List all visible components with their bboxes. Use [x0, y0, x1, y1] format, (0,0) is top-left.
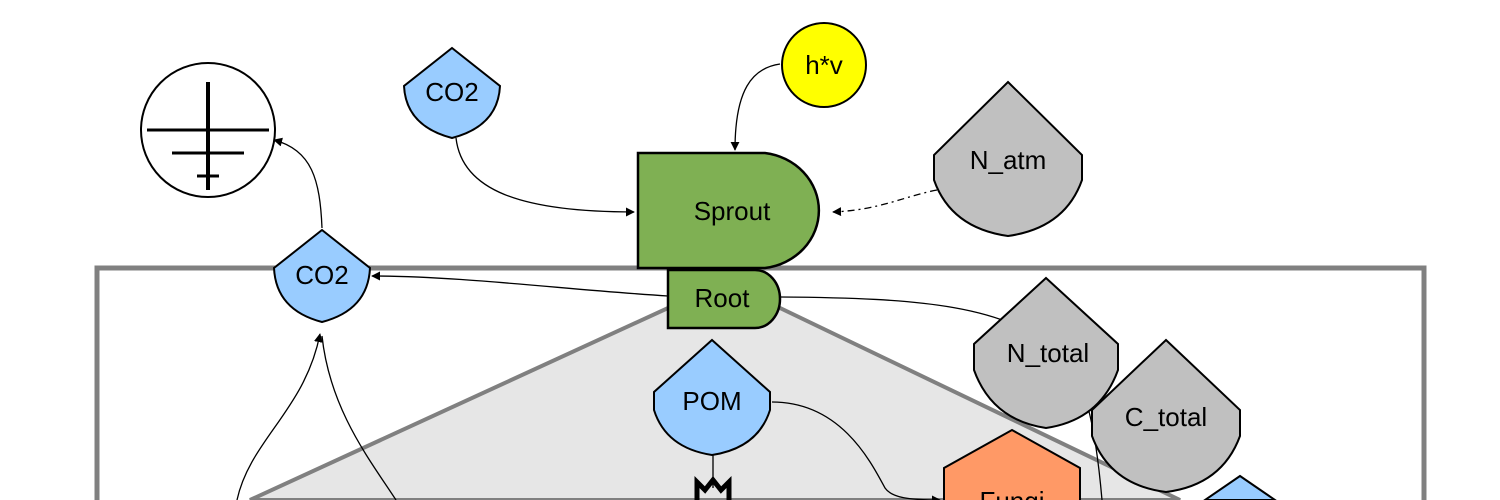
- process-valve-icon: [694, 475, 732, 500]
- node-fungi[interactable]: Fungi: [943, 428, 1081, 500]
- edge-soil-to-co2-right: [321, 335, 397, 500]
- node-n-atm-label: N_atm: [970, 145, 1047, 175]
- node-partial-blue[interactable]: [1203, 474, 1277, 500]
- node-c-total[interactable]: C_total: [1091, 338, 1241, 494]
- node-n-atm[interactable]: N_atm: [933, 80, 1083, 238]
- node-c-total-label: C_total: [1125, 402, 1207, 432]
- node-co2-mid[interactable]: CO2: [272, 228, 372, 324]
- node-root[interactable]: Root: [666, 268, 782, 330]
- node-co2-top-label: CO2: [425, 77, 478, 107]
- node-co2-mid-label: CO2: [295, 260, 348, 290]
- node-pom[interactable]: POM: [653, 338, 771, 457]
- edge-co2-to-ground: [273, 137, 323, 229]
- node-root-label: Root: [695, 283, 751, 313]
- node-n-total[interactable]: N_total: [973, 276, 1119, 430]
- edge-co2-to-sprout: [455, 137, 635, 217]
- node-hv[interactable]: h*v: [781, 22, 867, 108]
- edge-pom-to-fungi: [771, 401, 941, 500]
- node-sprout[interactable]: Sprout: [636, 151, 821, 270]
- node-n-total-label: N_total: [1007, 338, 1089, 368]
- node-fungi-label: Fungi: [979, 486, 1044, 500]
- node-hv-label: h*v: [805, 50, 843, 80]
- edge-root-to-co2: [371, 271, 669, 297]
- edge-soil-to-co2-left: [236, 333, 323, 500]
- edge-hv-to-sprout: [730, 63, 781, 151]
- edge-natm-to-sprout: [832, 189, 938, 217]
- node-sprout-label: Sprout: [694, 196, 771, 226]
- node-pom-label: POM: [682, 386, 741, 416]
- ground-symbol-icon: [140, 62, 276, 198]
- node-co2-top[interactable]: CO2: [402, 46, 502, 140]
